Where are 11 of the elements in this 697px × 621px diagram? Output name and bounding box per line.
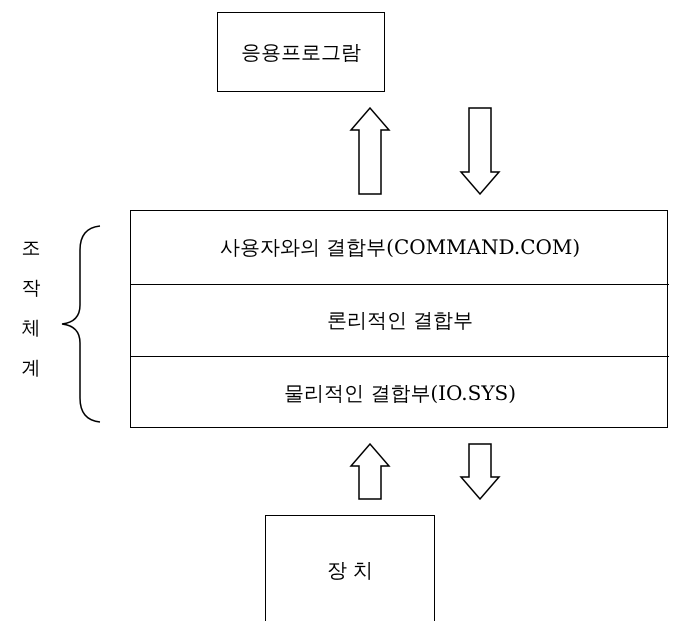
hollow-arrow: [459, 107, 501, 196]
hollow-arrow: [459, 443, 501, 500]
layer-row: 사용자와의 결합부(COMMAND.COM): [131, 211, 669, 284]
process-box: 응용프로그람: [217, 12, 385, 92]
hollow-arrow: [349, 106, 391, 195]
process-box: 장 치: [265, 515, 435, 621]
layer-row: 물리적인 결합부(IO.SYS): [131, 356, 669, 429]
vertical-label: 조작체계: [20, 236, 42, 381]
hollow-arrow: [349, 442, 391, 500]
layer-row: 론리적인 결합부: [131, 284, 669, 356]
layer-stack-box: [130, 210, 668, 428]
